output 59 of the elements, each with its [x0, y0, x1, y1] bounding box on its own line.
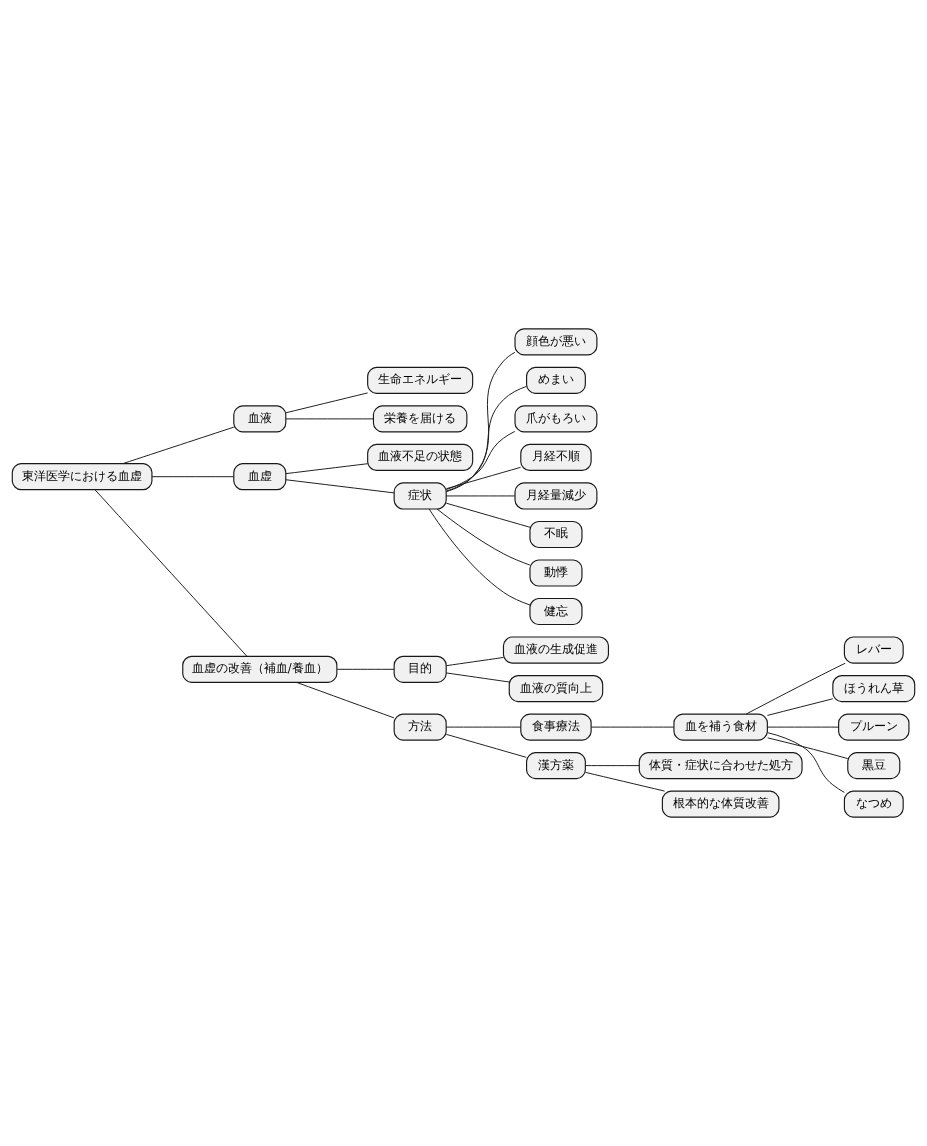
connector — [766, 698, 834, 716]
connector — [445, 726, 522, 728]
node-box: 血虚の改善（補血/養血） — [182, 655, 338, 683]
node-box: めまい — [526, 366, 586, 394]
node-box: レバー — [843, 636, 904, 664]
node-box: 月経量減少 — [514, 482, 598, 510]
connector — [585, 771, 666, 792]
node-box: 血虚 — [233, 463, 287, 491]
connector — [767, 737, 849, 760]
node-box: 動悸 — [529, 559, 583, 587]
connector — [122, 426, 235, 465]
node-box: 栄養を届ける — [372, 405, 468, 433]
connector — [336, 668, 395, 670]
connector — [436, 508, 531, 566]
connector — [445, 733, 527, 758]
node-box: 顔色が悪い — [514, 328, 598, 356]
connector — [94, 489, 248, 657]
node-box: 黒豆 — [847, 752, 901, 780]
connector — [151, 476, 234, 478]
node-box: 不眠 — [529, 520, 583, 549]
connector — [285, 479, 395, 494]
node-box: 血を補う食材 — [673, 713, 768, 741]
node-box: 月経不順 — [520, 443, 592, 471]
node-box: 症状 — [393, 482, 447, 510]
node-box: 生命エネルギー — [367, 366, 474, 394]
connector — [766, 726, 839, 728]
connector — [445, 657, 504, 667]
connector — [445, 672, 510, 683]
connector — [767, 732, 845, 793]
node-box: プルーン — [838, 713, 910, 741]
connector — [428, 508, 531, 606]
node-box: 血液不足の状態 — [367, 443, 474, 471]
node-box: 根本的な体質改善 — [661, 790, 780, 818]
node-box: 体質・症状に合わせた処方 — [638, 752, 803, 780]
connector — [285, 418, 374, 420]
connector — [445, 495, 516, 497]
node-box: 漢方薬 — [526, 752, 586, 780]
connector — [285, 392, 369, 414]
node-box: ほうれん草 — [832, 675, 916, 703]
node-box: 爪がもろい — [514, 405, 598, 433]
node-box: 食事療法 — [520, 713, 592, 741]
node-box: なつめ — [843, 790, 904, 818]
node-box: 血液の生成促進 — [502, 636, 610, 664]
connector — [296, 681, 395, 719]
node-box: 血液の質向上 — [508, 675, 604, 703]
connector — [445, 502, 531, 528]
connector — [745, 662, 846, 715]
connector — [445, 385, 527, 492]
node-box: 血液 — [233, 405, 287, 433]
connector — [445, 430, 516, 491]
node-box: 方法 — [393, 713, 447, 741]
connector — [590, 726, 675, 728]
node-box: 健忘 — [529, 597, 583, 626]
connector — [585, 765, 640, 767]
node-box: 目的 — [393, 655, 447, 683]
node-box: 東洋医学における血虚 — [11, 463, 153, 491]
connector — [285, 463, 369, 475]
connector — [445, 351, 516, 493]
connector — [445, 466, 522, 490]
